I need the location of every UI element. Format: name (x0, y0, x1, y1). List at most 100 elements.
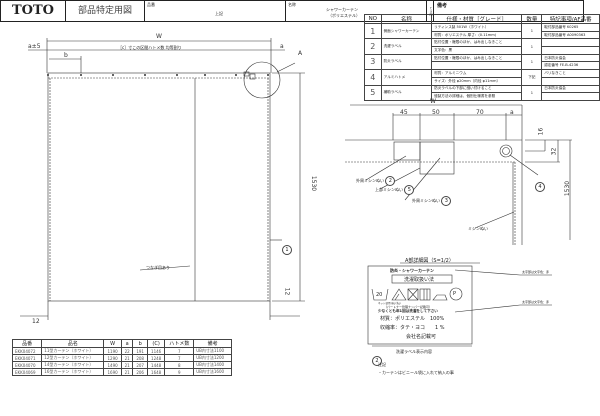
spec-note: 日本防炎協会 (541, 53, 600, 63)
parts-cell: 7 (164, 354, 195, 362)
spec-no: 4 (364, 69, 382, 86)
parts-cell: 8 (164, 361, 195, 369)
spec-no: 5 (364, 84, 382, 101)
callout-label-sewing: ミシンぬい (468, 226, 488, 231)
label-small-note: ネット使用 弱い洗い (378, 302, 402, 305)
label-line3: （パートナー管理ナンバー記載可） (384, 305, 433, 309)
joint-note: つなぎ目あり (146, 265, 170, 270)
parts-cell: EKK04072 (11, 347, 43, 355)
spec-table-header: NO 名称 仕様・材質［グレード］ 数量 特記事項/AF品番 (364, 14, 600, 24)
callout-caption-2: 2 (372, 356, 382, 366)
iron-icon (432, 294, 448, 301)
spec-detail (431, 61, 523, 71)
col-header: 備考 (193, 339, 232, 348)
callout-3: 3 (441, 196, 452, 206)
parts-cell: 9 (164, 368, 195, 376)
parts-cell: EKK04070 (11, 361, 43, 369)
detail-dim: 32 (550, 147, 558, 156)
callout-label: 上部ミシンぬい 5 (375, 185, 415, 195)
col-header: a (120, 339, 134, 348)
label-caption: 洗濯ラベル表示内容 (396, 349, 432, 354)
spec-detail: 材質：アルミニウム (431, 69, 523, 78)
name-label: 名称 (288, 2, 296, 7)
parts-cell: 1690 (103, 368, 122, 376)
spec-name: 防炎ラベル (380, 53, 433, 71)
spec-name: 側面シャワーカーテン (380, 22, 433, 40)
spec-note (541, 92, 600, 101)
spec-qty: 1 (521, 22, 543, 40)
curtain-outline (47, 72, 271, 302)
wash-tub-icon (371, 288, 389, 301)
spec-no: 3 (364, 53, 382, 71)
notes-title: 注記 (378, 362, 386, 367)
parts-cell: 1448 (146, 361, 166, 369)
detail-dim: 45 (400, 109, 408, 116)
spec-name: 洗濯ラベル (380, 38, 433, 55)
doc-type: 部品特定用図 (66, 1, 145, 21)
detail-marker: A (298, 50, 303, 57)
parts-cell: EKK04071 (11, 354, 43, 362)
spec-table: NO 名称 仕様・材質［グレード］ 数量 特記事項/AF品番 1 側面シャワーカ… (364, 14, 600, 101)
spec-name: 補助ラベル (380, 84, 433, 101)
part-no-label: 品番 (147, 2, 155, 7)
parts-cell: 14型カーテン（ホワイト） (41, 361, 105, 369)
parts-cell: 208 (132, 354, 148, 362)
spec-detail: 貼付位置・権限のほか、はみ出しなきこと (431, 53, 523, 63)
parts-cell: 1146 (146, 347, 166, 355)
spec-note (541, 76, 600, 86)
spec-row: 4 アルミハトメ 材質：アルミニウム 下記 バリなきこと (364, 69, 600, 86)
spec-qty: 下記 (521, 69, 543, 86)
callout-5: 5 (404, 185, 415, 195)
spec-note: バリなきこと (541, 69, 600, 78)
spec-row: 3 防炎ラベル 貼付位置・権限のほか、はみ出しなきこと 1 日本防炎協会 (364, 53, 600, 71)
callout-2: 2 (385, 176, 396, 186)
wash-temp: 20 (376, 292, 383, 298)
detail-dim: 70 (476, 109, 484, 116)
label-line5: 材質：ポリエステル 100% (380, 316, 445, 322)
part-no-value: 上記 (215, 11, 223, 16)
spec-detail: 文字色：黒 (431, 46, 523, 55)
parts-cell: 21 (120, 368, 134, 376)
spec-detail: リティンス製 501W（ホワイト） (431, 23, 523, 32)
note-item: ・カーテンはビニール袋に入れて納入の事 (378, 370, 454, 375)
dim-a-left: a±5 (28, 43, 41, 50)
dim-height: 1530 (310, 175, 318, 192)
spec-detail: 縫製方法の詳細は、個別仕様書を参照 (431, 92, 523, 101)
spec-no: 2 (364, 38, 382, 55)
col-header: (C) (146, 339, 166, 348)
col-header: ハトメ数 (164, 339, 195, 348)
spec-note (541, 38, 600, 48)
line-dry-icon (419, 288, 431, 301)
parts-cell: 191 (132, 347, 148, 355)
vertical-label: ｔａ内 (427, 1, 434, 21)
label-line6: 収縮率：タテ・ヨコ 1 % (380, 325, 445, 331)
callout-label: 外周ミシンぬい 2 (356, 176, 396, 186)
parts-cell: 1248 (146, 354, 166, 362)
parts-cell: UB内寸法1100 (193, 347, 232, 355)
spec-qty: 1 (521, 38, 543, 55)
spec-detail: 材質：ポリエステル 厚さ：(0.11mm) (431, 30, 523, 40)
name-value-2: （ポリエステル） (328, 13, 360, 18)
col-header: 特記事項/AF品番 (541, 14, 600, 24)
callout-1: 1 (282, 245, 292, 255)
col-header: 品番 (11, 339, 43, 348)
parts-cell: 12型カーテン（ホワイト） (41, 354, 105, 362)
label-line2: 洗濯取扱い法 (404, 277, 435, 283)
parts-cell: 1490 (103, 361, 122, 369)
spec-row: 縫製方法の詳細は、個別仕様書を参照 (365, 92, 600, 101)
parts-cell: 7 (164, 347, 195, 355)
detail-dim: 50 (432, 109, 440, 116)
annotation-red-2: 太字部は文字色：赤 (522, 300, 550, 304)
callout-label: 外周ミシンぬい 3 (412, 196, 452, 206)
callout-4: 4 (535, 182, 545, 192)
spec-no: 1 (364, 22, 382, 40)
label-line4: 少なくとも年1回は洗濯をして下さい (378, 309, 438, 313)
col-header: W (103, 339, 122, 348)
title-block: TOTO 部品特定用図 品番 上記 名称 シャワーカーテン （ポリエステル） ｔ… (0, 0, 584, 22)
spec-qty: 1 (521, 84, 543, 101)
dry-clean-icon (449, 287, 463, 301)
